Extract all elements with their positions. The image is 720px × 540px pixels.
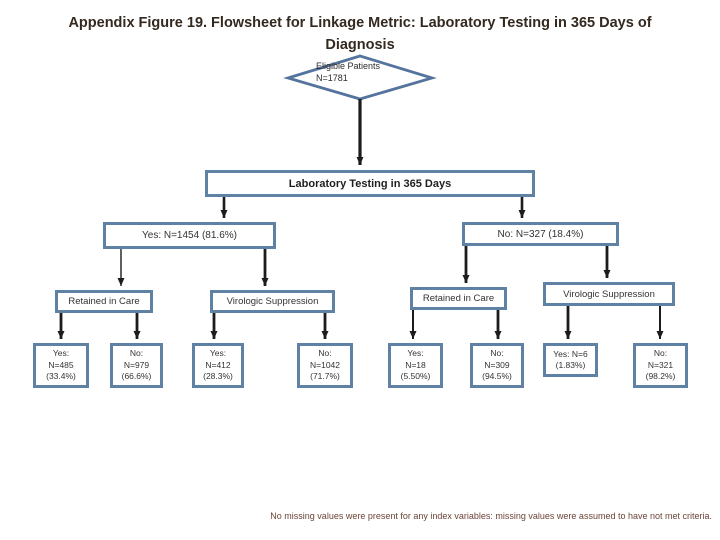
figure-title: Appendix Figure 19. Flowsheet for Linkag… — [68, 15, 652, 53]
yes-virologic-node: Virologic Suppression — [210, 290, 335, 313]
no-virologic-node: Virologic Suppression — [543, 282, 675, 306]
leaf-node: Yes: N=18 (5.50%) — [388, 343, 443, 388]
leaf-node: No: N=321 (98.2%) — [633, 343, 688, 388]
leaf-node: Yes: N=412 (28.3%) — [192, 343, 244, 388]
leaf-node: No: N=979 (66.6%) — [110, 343, 163, 388]
leaf-node: Yes: N=485 (33.4%) — [33, 343, 89, 388]
root-node-label: Eligible Patients N=1781 — [316, 61, 381, 83]
branch-yes-node: Yes: N=1454 (81.6%) — [103, 222, 276, 249]
branch-no-node: No: N=327 (18.4%) — [462, 222, 619, 246]
yes-retained-node: Retained in Care — [55, 290, 153, 313]
leaf-node: Yes: N=6 (1.83%) — [543, 343, 598, 377]
metric-node: Laboratory Testing in 365 Days — [205, 170, 535, 197]
figure-footnote: No missing values were present for any i… — [270, 511, 712, 521]
leaf-node: No: N=309 (94.5%) — [470, 343, 524, 388]
eligible-patients-diamond — [283, 54, 437, 101]
no-retained-node: Retained in Care — [410, 287, 507, 310]
leaf-node: No: N=1042 (71.7%) — [297, 343, 353, 388]
